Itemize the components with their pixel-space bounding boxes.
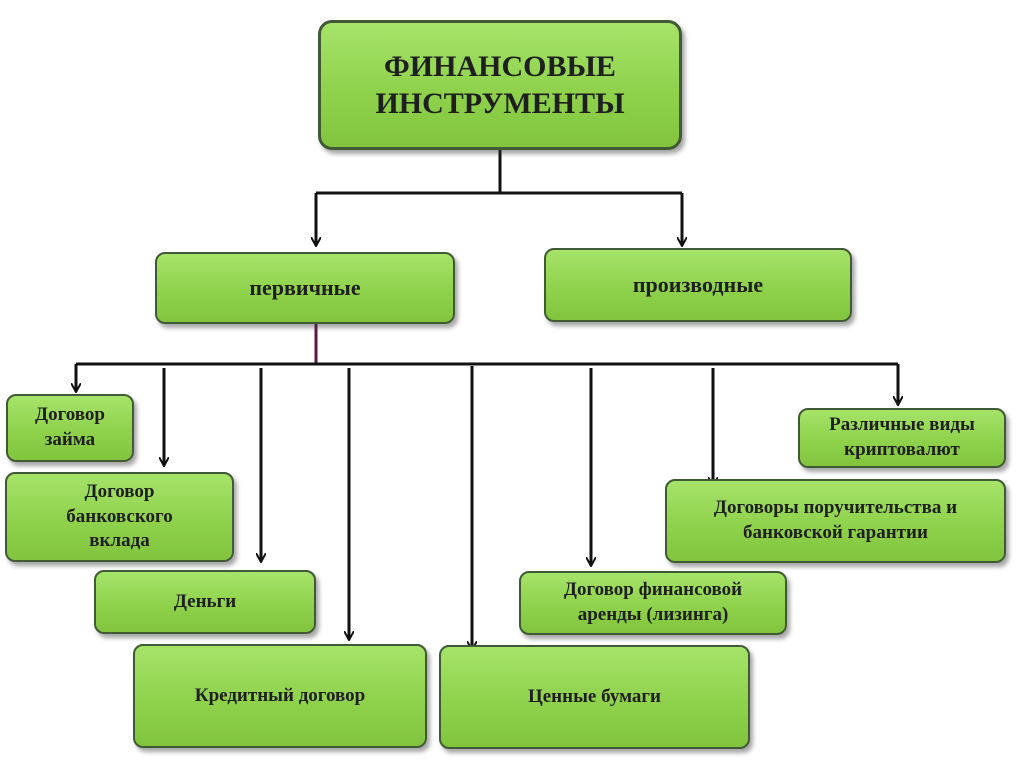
category-derivative: производные [544,248,852,322]
item-securities: Ценные бумаги [439,645,750,749]
item-credit-label: Кредитный договор [194,684,366,706]
item-crypto-label: Различные виды криптовалют [829,414,975,460]
item-cryptocurrency: Различные виды криптовалют [798,408,1006,468]
item-guarantee: Договоры поручительства и банковской гар… [665,479,1006,563]
root-label: ФИНАНСОВЫЕ ИНСТРУМЕНТЫ [375,49,625,121]
item-securities-label: Ценные бумаги [527,685,662,707]
item-loan-label: Договор займа [35,404,105,450]
item-guarantee-label: Договоры поручительства и банковской гар… [713,497,958,543]
item-leasing-label: Договор финансовой аренды (лизинга) [563,579,743,625]
category-derivative-label: производные [632,271,764,297]
root-node: ФИНАНСОВЫЕ ИНСТРУМЕНТЫ [318,20,682,150]
item-loan-agreement: Договор займа [6,394,134,462]
item-leasing: Договор финансовой аренды (лизинга) [519,571,787,635]
category-primary-label: первичные [249,274,361,300]
category-primary: первичные [155,252,455,324]
item-deposit-label: Договор банковского вклада [66,480,173,552]
item-money-label: Деньги [173,590,237,612]
item-money: Деньги [94,570,316,634]
item-bank-deposit: Договор банковского вклада [5,472,234,562]
item-credit-agreement: Кредитный договор [133,644,427,748]
